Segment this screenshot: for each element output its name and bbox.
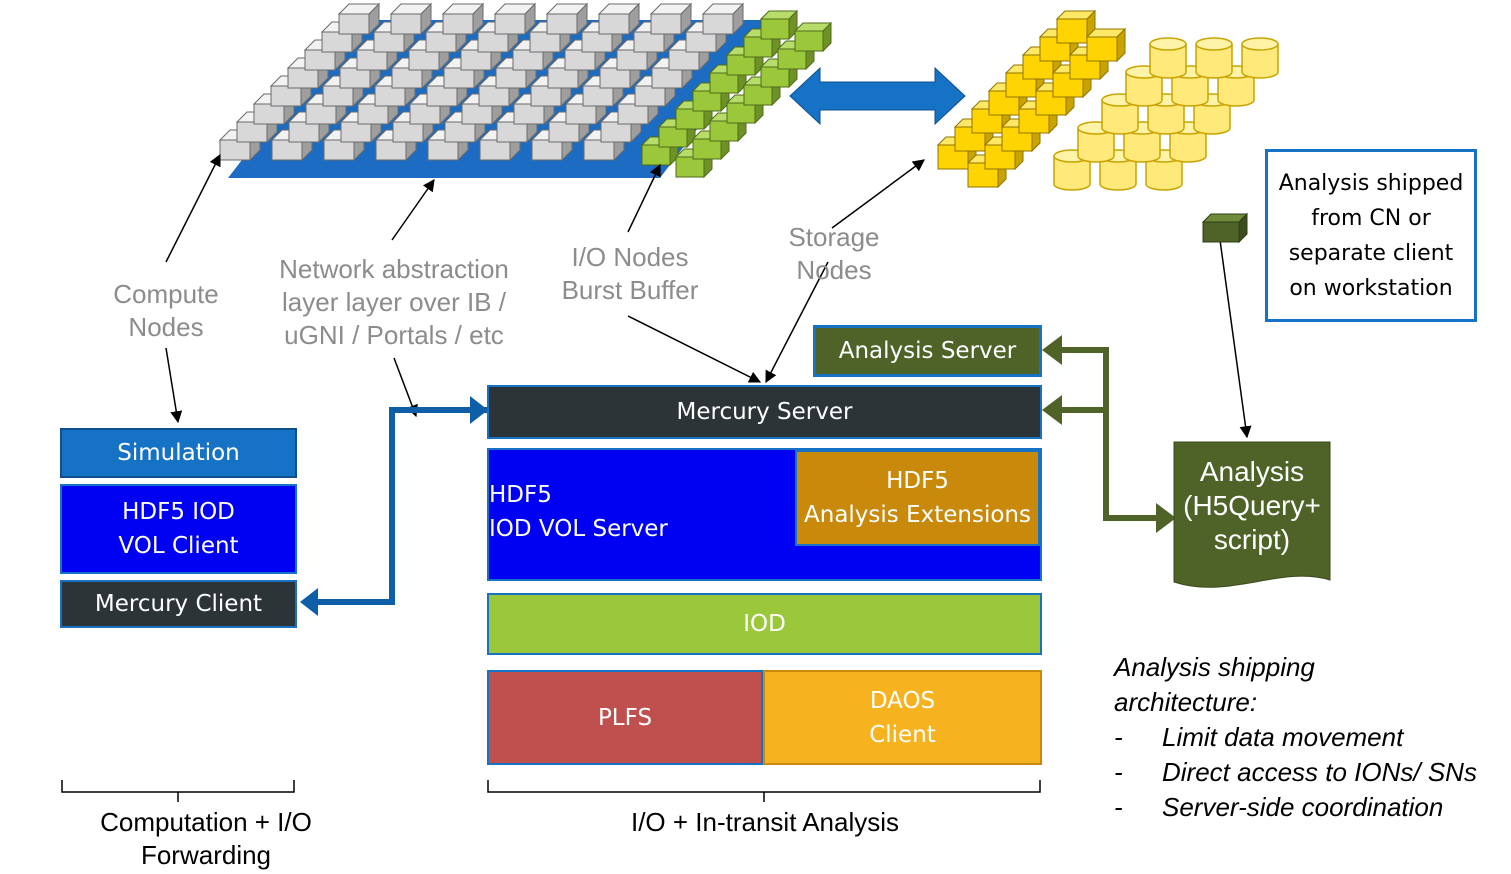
left-brace — [61, 780, 295, 802]
note-bullet: -Limit data movement — [1114, 722, 1404, 752]
io-storage-double-arrow — [789, 66, 966, 126]
mercury-client-box: Mercury Client — [60, 580, 297, 628]
storage-disks — [1053, 37, 1279, 191]
analysis-document-shape — [1173, 441, 1331, 588]
storage-node-cubes — [936, 9, 1127, 189]
middle-brace — [487, 780, 1041, 802]
simulation-box: Simulation — [60, 428, 297, 478]
analysis-server-box: Analysis Server — [813, 325, 1042, 377]
shipped-analysis-cube — [1201, 212, 1249, 244]
in-transit-analysis-label: I/O + In-transit Analysis — [630, 807, 900, 837]
compute-node-cubes — [218, 2, 745, 162]
analysis-document-label: Analysis(H5Query+script) — [1183, 456, 1321, 555]
iod-box: IOD — [487, 593, 1042, 655]
architecture-notes: Analysis shipping architecture: -Limit d… — [1114, 650, 1494, 825]
note-bullet: -Direct access to IONs/ SNs — [1114, 757, 1477, 787]
mercury-server-box: Mercury Server — [487, 385, 1042, 439]
note-bullet: -Server-side coordination — [1114, 792, 1444, 822]
plfs-box: PLFS — [487, 670, 763, 765]
io-node-cubes — [640, 9, 833, 179]
